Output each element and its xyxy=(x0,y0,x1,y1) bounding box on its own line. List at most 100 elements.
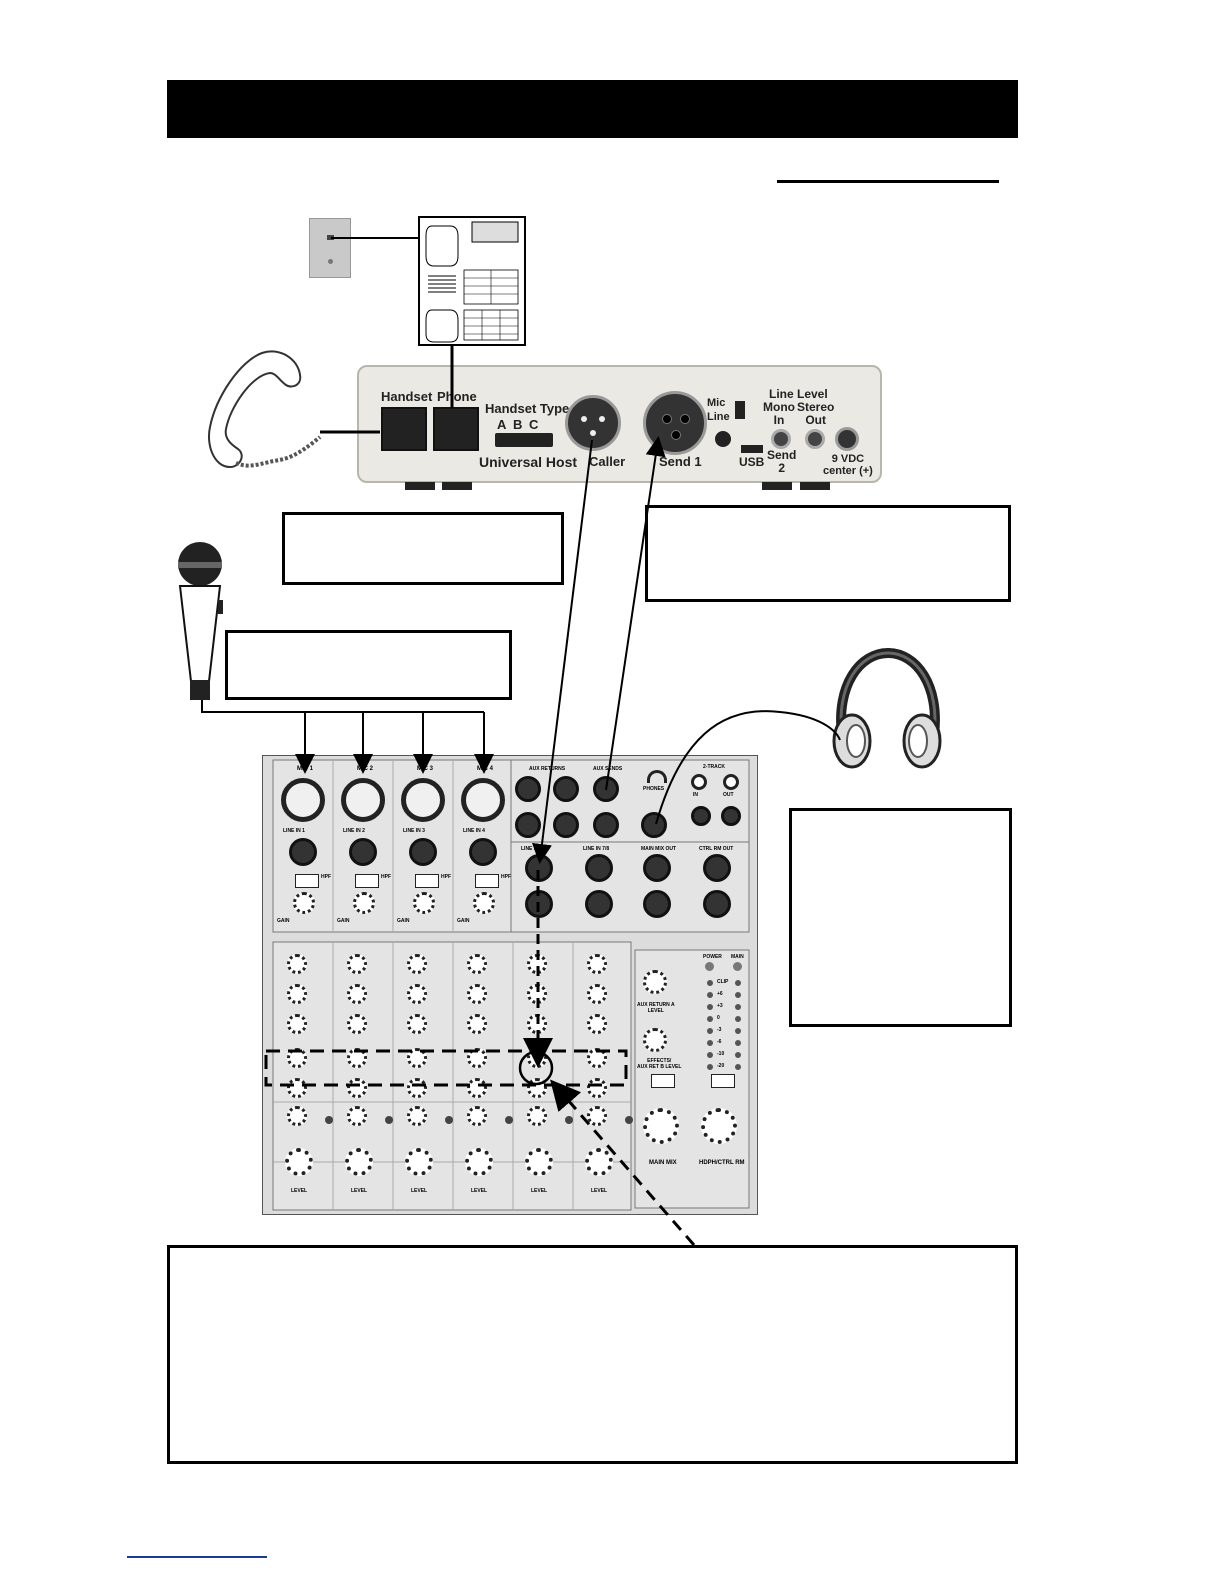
mono-in-jack[interactable] xyxy=(771,429,791,449)
line-in3-jack[interactable] xyxy=(409,838,437,866)
aux-return-jack[interactable] xyxy=(515,776,541,802)
channel-2-knob[interactable] xyxy=(347,1106,367,1126)
channel-1-knob[interactable] xyxy=(287,1078,307,1098)
usb-port[interactable] xyxy=(741,445,763,453)
channel-2-knob[interactable] xyxy=(347,954,367,974)
channel-1-knob[interactable] xyxy=(287,984,307,1004)
ctrl-rm-out-right-jack[interactable] xyxy=(703,890,731,918)
power-jack[interactable] xyxy=(835,427,859,451)
main-mix-out-right-jack[interactable] xyxy=(643,890,671,918)
channel-1-level-knob[interactable] xyxy=(285,1148,313,1176)
gain3-knob[interactable] xyxy=(413,892,435,914)
line-in2-jack[interactable] xyxy=(349,838,377,866)
send1-xlr-hole-icon xyxy=(662,414,672,424)
mic3-xlr-input[interactable] xyxy=(401,778,445,822)
main-mix-out-left-jack[interactable] xyxy=(643,854,671,882)
channel-4-knob[interactable] xyxy=(467,954,487,974)
aux-return-jack[interactable] xyxy=(553,812,579,838)
aux-send-to-send1-arrow xyxy=(605,436,666,791)
gain2-knob[interactable] xyxy=(353,892,375,914)
mic2-xlr-input[interactable] xyxy=(341,778,385,822)
handset-jack[interactable] xyxy=(381,407,427,451)
gain4-knob[interactable] xyxy=(473,892,495,914)
channel-4-knob[interactable] xyxy=(467,1106,487,1126)
channel-6-knob[interactable] xyxy=(587,1106,607,1126)
two-track-rca[interactable] xyxy=(723,774,739,790)
mic-line-switch[interactable] xyxy=(735,401,745,419)
channel-2-knob[interactable] xyxy=(347,984,367,1004)
aux-return-a-knob[interactable] xyxy=(643,970,667,994)
channel-4-knob[interactable] xyxy=(467,1078,487,1098)
channel-5-peak-led xyxy=(565,1116,573,1124)
line-in4-label: LINE IN 4 xyxy=(463,828,485,834)
line-in1-jack[interactable] xyxy=(289,838,317,866)
line-in3-label: LINE IN 3 xyxy=(403,828,425,834)
meter-led-left xyxy=(707,980,713,986)
hpf3-switch[interactable] xyxy=(415,874,439,888)
ctrl-rm-out-left-jack[interactable] xyxy=(703,854,731,882)
hdph-knob[interactable] xyxy=(701,1108,737,1144)
aux-return-jack[interactable] xyxy=(515,812,541,838)
hpf2-switch[interactable] xyxy=(355,874,379,888)
meter-led-left xyxy=(707,1064,713,1070)
channel-6-knob[interactable] xyxy=(587,1078,607,1098)
channel-1-level-label: LEVEL xyxy=(291,1188,308,1194)
channel-1-knob[interactable] xyxy=(287,1106,307,1126)
phone-jack[interactable] xyxy=(433,407,479,451)
channel-5-level-knob[interactable] xyxy=(525,1148,553,1176)
meter-led-right xyxy=(735,992,741,998)
hpf1-switch[interactable] xyxy=(295,874,319,888)
channel-6-level-knob[interactable] xyxy=(585,1148,613,1176)
power-indicator-label: POWER xyxy=(703,954,722,960)
channel-6-knob[interactable] xyxy=(587,1014,607,1034)
channel-4-knob[interactable] xyxy=(467,984,487,1004)
channel-1-knob[interactable] xyxy=(287,1014,307,1034)
phones-jack[interactable] xyxy=(641,812,667,838)
channel-6-knob[interactable] xyxy=(587,984,607,1004)
channel-2-knob[interactable] xyxy=(347,1014,367,1034)
channel-1-knob[interactable] xyxy=(287,954,307,974)
two-track-rca[interactable] xyxy=(721,806,741,826)
gain1-knob[interactable] xyxy=(293,892,315,914)
stereo-out-jack[interactable] xyxy=(805,429,825,449)
send1-xlr-hole-icon xyxy=(680,414,690,424)
two-track-rca[interactable] xyxy=(691,774,707,790)
channel-3-knob[interactable] xyxy=(407,954,427,974)
channel-5-knob[interactable] xyxy=(527,1106,547,1126)
caller-xlr-jack[interactable] xyxy=(565,395,621,451)
ctrl-rm-out-label: CTRL RM OUT xyxy=(699,846,734,852)
gain1-label: GAIN xyxy=(277,918,290,924)
effects-knob[interactable] xyxy=(643,1028,667,1052)
phones-label: PHONES xyxy=(643,786,665,792)
line-in-78-right-jack[interactable] xyxy=(585,890,613,918)
channel-3-level-knob[interactable] xyxy=(405,1148,433,1176)
hpf4-switch[interactable] xyxy=(475,874,499,888)
line-in-78-left-jack[interactable] xyxy=(585,854,613,882)
level-knob[interactable] xyxy=(715,431,731,447)
main-mix-switch[interactable] xyxy=(651,1074,675,1088)
line-in2-label: LINE IN 2 xyxy=(343,828,365,834)
channel-3-knob[interactable] xyxy=(407,1048,427,1068)
channel-4-knob[interactable] xyxy=(467,1014,487,1034)
channel-3-knob[interactable] xyxy=(407,1078,427,1098)
channel-2-level-knob[interactable] xyxy=(345,1148,373,1176)
channel-3-knob[interactable] xyxy=(407,1106,427,1126)
aux-send-jack[interactable] xyxy=(593,812,619,838)
two-track-out-label: OUT xyxy=(723,792,734,798)
aux-return-jack[interactable] xyxy=(553,776,579,802)
mic4-xlr-input[interactable] xyxy=(461,778,505,822)
two-track-rca[interactable] xyxy=(691,806,711,826)
channel-3-knob[interactable] xyxy=(407,1014,427,1034)
channel-2-knob[interactable] xyxy=(347,1078,367,1098)
handset-type-switch[interactable] xyxy=(495,433,553,447)
line-in4-jack[interactable] xyxy=(469,838,497,866)
channel-3-knob[interactable] xyxy=(407,984,427,1004)
header-underline xyxy=(777,180,999,183)
mic1-xlr-input[interactable] xyxy=(281,778,325,822)
main-mix-knob[interactable] xyxy=(643,1108,679,1144)
channel-6-knob[interactable] xyxy=(587,954,607,974)
ctrl-rm-switch[interactable] xyxy=(711,1074,735,1088)
handset-type-label: Handset Type xyxy=(485,401,570,416)
line-in-78-label: LINE IN 7/8 xyxy=(583,846,610,852)
channel-4-level-knob[interactable] xyxy=(465,1148,493,1176)
